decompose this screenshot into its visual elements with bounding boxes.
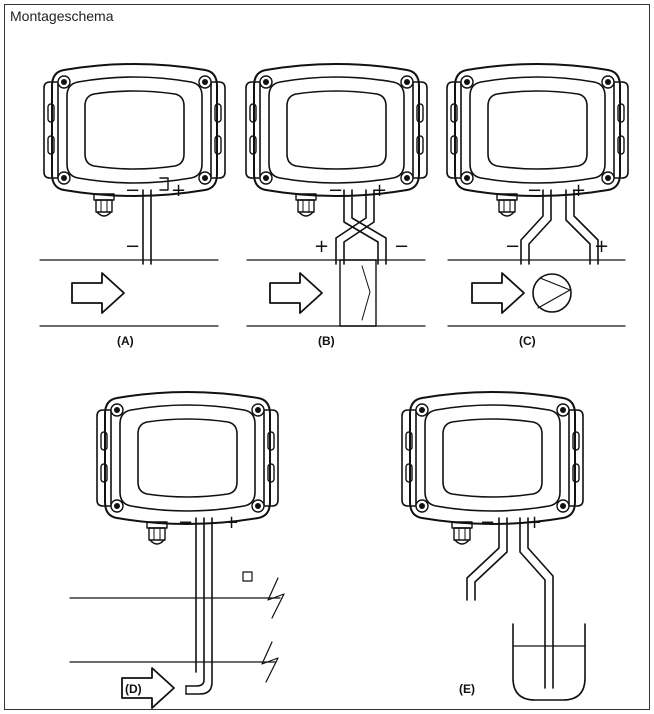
sign-minus-a1: − xyxy=(125,180,140,201)
panel-label-e: (E) xyxy=(459,682,475,696)
sign-minus-e: − xyxy=(480,512,495,533)
sign-plus-b2: + xyxy=(314,236,329,257)
panel-c: − + − + xyxy=(446,63,629,327)
panel-label-c: (C) xyxy=(519,334,536,348)
sign-plus-b1: + xyxy=(372,180,387,201)
panel-b: − + + − xyxy=(245,63,428,327)
panel-label-d: (D) xyxy=(125,682,142,696)
sign-plus-a: + xyxy=(171,180,186,201)
panel-e: − + xyxy=(401,391,586,701)
diagram-frame xyxy=(4,4,650,710)
sign-minus-c1: − xyxy=(527,180,542,201)
sign-minus-d: − xyxy=(178,512,193,533)
sign-plus-e: + xyxy=(527,512,542,533)
sign-plus-d: + xyxy=(224,512,239,533)
sign-plus-c2: + xyxy=(594,236,609,257)
sign-plus-c1: + xyxy=(571,180,586,201)
sign-minus-c2: − xyxy=(505,236,520,257)
panel-d: − + xyxy=(69,391,285,709)
sign-minus-b2: − xyxy=(394,236,409,257)
sign-minus-a2: − xyxy=(125,236,140,257)
panel-label-b: (B) xyxy=(318,334,335,348)
panel-label-a: (A) xyxy=(117,334,134,348)
sign-minus-b1: − xyxy=(328,180,343,201)
diagram-title: Montageschema xyxy=(10,8,114,24)
panel-a: − + − xyxy=(39,63,226,327)
